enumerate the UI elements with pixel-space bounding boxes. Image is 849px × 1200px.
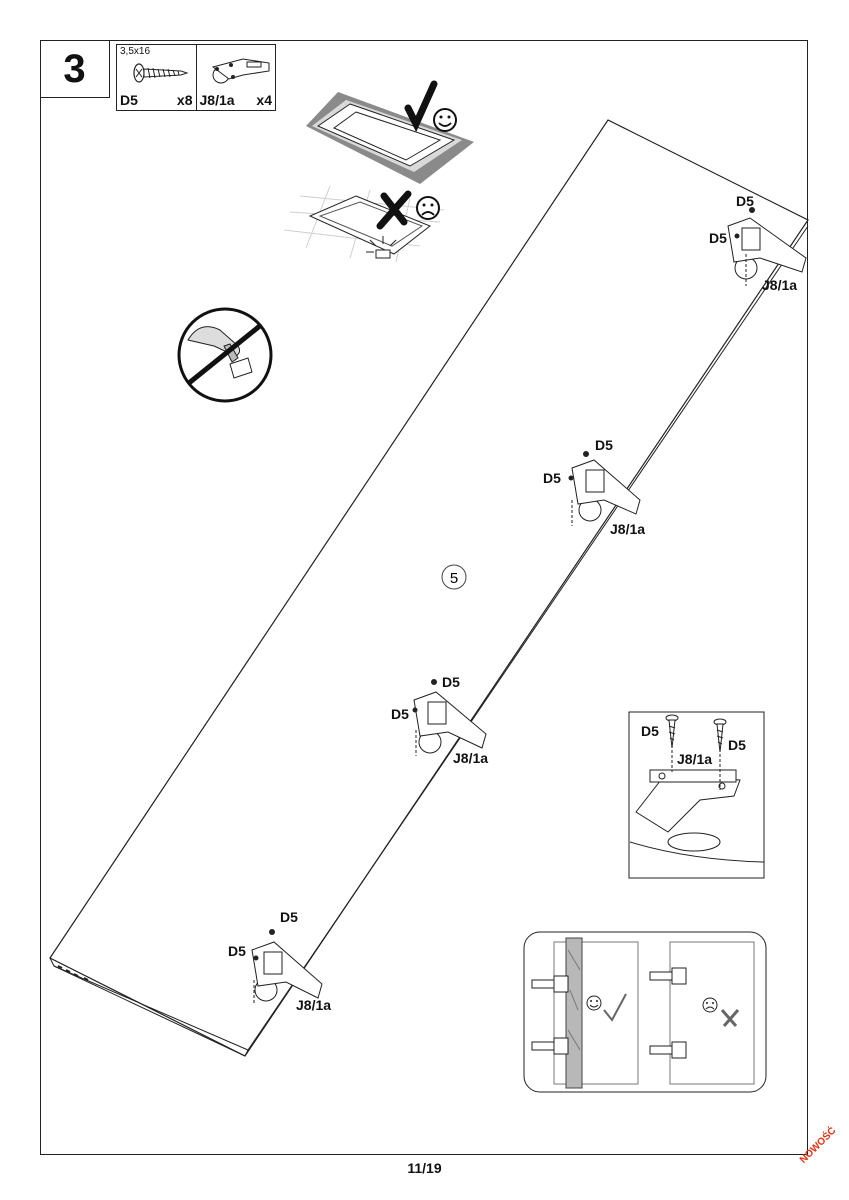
page-frame bbox=[40, 40, 808, 1155]
part-quantity: x8 bbox=[176, 92, 193, 108]
screw-icon bbox=[665, 714, 679, 749]
screw-label: D5 bbox=[391, 706, 409, 722]
hinge-label: J8/1a bbox=[762, 277, 797, 293]
no-power-drill-icon bbox=[177, 307, 273, 403]
screw-label: D5 bbox=[728, 737, 746, 753]
screw-label: D5 bbox=[228, 943, 246, 959]
happy-face-icon bbox=[433, 108, 457, 132]
screw-icon bbox=[713, 718, 727, 753]
hinge-icon bbox=[649, 1041, 687, 1059]
hinge-icon bbox=[531, 1037, 569, 1055]
hinge-assembly-upper-middle: D5 D5 J8/1a bbox=[543, 437, 645, 537]
hinge-assembly-bottom: D5 D5 J8/1a bbox=[228, 909, 331, 1013]
step-number-box: 3 bbox=[40, 40, 110, 98]
screw-label: D5 bbox=[280, 909, 298, 925]
hinge-detail-box: D5 D5 J8/1a bbox=[628, 711, 765, 879]
hinge-orientation-box bbox=[523, 931, 767, 1093]
part-quantity: x4 bbox=[256, 92, 272, 108]
wrong-surface-illustration bbox=[283, 185, 445, 263]
part-code: D5 bbox=[120, 92, 138, 108]
cross-icon bbox=[720, 1009, 740, 1027]
step-number: 3 bbox=[63, 46, 86, 91]
hinge-assembly-top: D5 D5 J8/1a bbox=[709, 193, 807, 293]
screw-label: D5 bbox=[595, 437, 613, 453]
panel-number: 5 bbox=[450, 570, 458, 587]
hinge-label: J8/1a bbox=[677, 751, 712, 767]
screw-label: D5 bbox=[641, 723, 659, 739]
hinge-icon bbox=[531, 975, 569, 993]
part-size: 3,5x16 bbox=[120, 46, 151, 57]
part-code: J8/1a bbox=[199, 92, 235, 108]
door-panel bbox=[49, 119, 809, 1057]
screw-label: D5 bbox=[709, 230, 727, 246]
hinge-label: J8/1a bbox=[296, 997, 331, 1013]
screw-label: D5 bbox=[736, 193, 754, 209]
correct-surface-illustration bbox=[306, 92, 474, 184]
checkmark-icon bbox=[404, 80, 438, 133]
page-number: 11/19 bbox=[407, 1160, 442, 1176]
hinge-label: J8/1a bbox=[610, 521, 645, 537]
checkmark-icon bbox=[603, 993, 627, 1022]
happy-face-icon bbox=[586, 995, 602, 1011]
sad-face-icon bbox=[416, 196, 440, 220]
screw-label: D5 bbox=[442, 674, 460, 690]
panel-number-badge: 5 bbox=[441, 564, 467, 590]
screw-icon bbox=[133, 63, 189, 83]
cross-icon bbox=[376, 190, 412, 230]
hinge-assembly-lower-middle: D5 D5 J8/1a bbox=[391, 674, 488, 766]
screw-label: D5 bbox=[543, 470, 561, 486]
hinge-label: J8/1a bbox=[453, 750, 488, 766]
parts-list: 3,5x16 D5 x8 J8/1a x4 bbox=[116, 44, 276, 111]
part-screw: 3,5x16 D5 x8 bbox=[117, 45, 196, 110]
hinge-icon bbox=[649, 967, 687, 985]
part-hinge: J8/1a x4 bbox=[195, 45, 276, 110]
hinge-icon bbox=[211, 58, 269, 84]
sad-face-icon bbox=[702, 997, 718, 1013]
